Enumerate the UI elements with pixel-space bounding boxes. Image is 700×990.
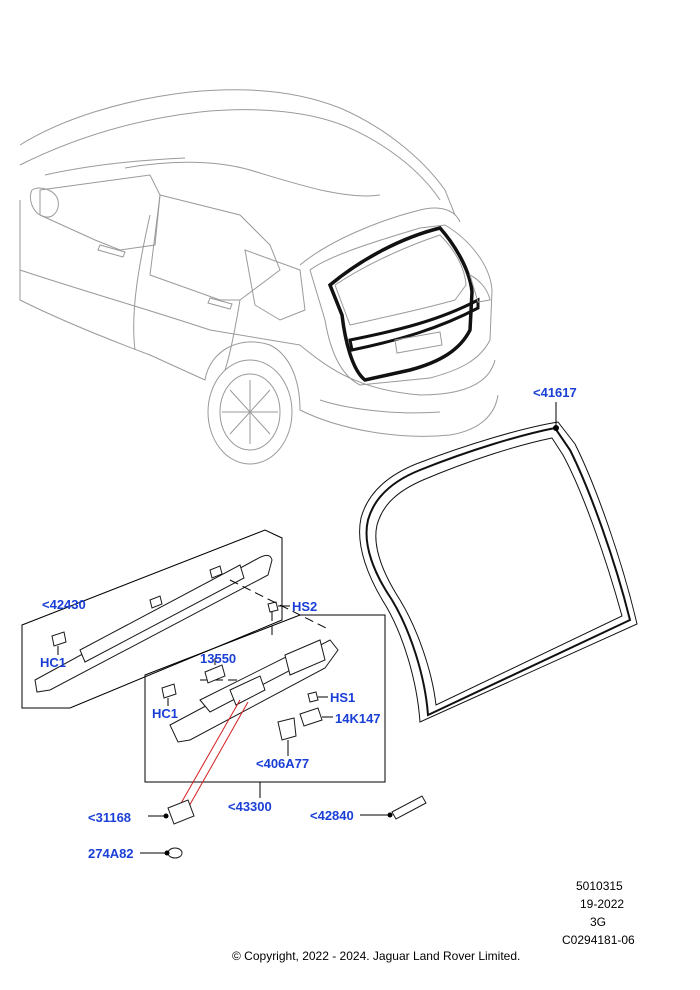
callout-31168[interactable]: <31168 bbox=[88, 810, 131, 825]
harness-leader bbox=[179, 699, 241, 806]
clip-hc1-mid bbox=[161, 683, 177, 699]
tailgate-finisher bbox=[21, 529, 283, 709]
callout-406a77[interactable]: <406A77 bbox=[256, 756, 309, 771]
bracket-14k147 bbox=[299, 707, 323, 727]
callout-13550[interactable]: 13550 bbox=[200, 651, 236, 666]
copyright-notice: © Copyright, 2022 - 2024. Jaguar Land Ro… bbox=[232, 949, 520, 963]
callout-42840[interactable]: <42840 bbox=[310, 808, 354, 823]
meta-line-4: C0294181-06 bbox=[562, 933, 635, 947]
callout-274a82[interactable]: 274A82 bbox=[88, 846, 134, 861]
screw-hs2 bbox=[267, 601, 279, 613]
callout-hc1-mid[interactable]: HC1 bbox=[152, 706, 178, 721]
callout-14k147[interactable]: 14K147 bbox=[335, 711, 381, 726]
clip-406a77 bbox=[277, 717, 297, 741]
tailgate-harness bbox=[169, 639, 339, 743]
harness-box bbox=[144, 614, 386, 783]
vehicle-illustration bbox=[19, 89, 499, 465]
callout-hs1[interactable]: HS1 bbox=[330, 690, 355, 705]
clip-hc1-top bbox=[51, 631, 67, 647]
callout-43300[interactable]: <43300 bbox=[228, 799, 272, 814]
callout-hs2[interactable]: HS2 bbox=[292, 599, 317, 614]
weatherstrip-42840 bbox=[391, 795, 427, 820]
grommet-274a82 bbox=[167, 847, 183, 859]
meta-line-1: 5010315 bbox=[576, 879, 623, 893]
meta-line-3: 3G bbox=[590, 915, 606, 929]
meta-line-2: 19-2022 bbox=[580, 897, 624, 911]
callout-41617[interactable]: <41617 bbox=[533, 385, 577, 400]
tailgate-seal bbox=[359, 421, 638, 723]
switch-13550 bbox=[204, 664, 226, 684]
connector-31168 bbox=[167, 799, 195, 825]
callout-42430[interactable]: <42430 bbox=[42, 597, 86, 612]
callout-hc1-top[interactable]: HC1 bbox=[40, 655, 66, 670]
screw-hs1 bbox=[307, 691, 319, 703]
harness-leader bbox=[187, 701, 249, 809]
